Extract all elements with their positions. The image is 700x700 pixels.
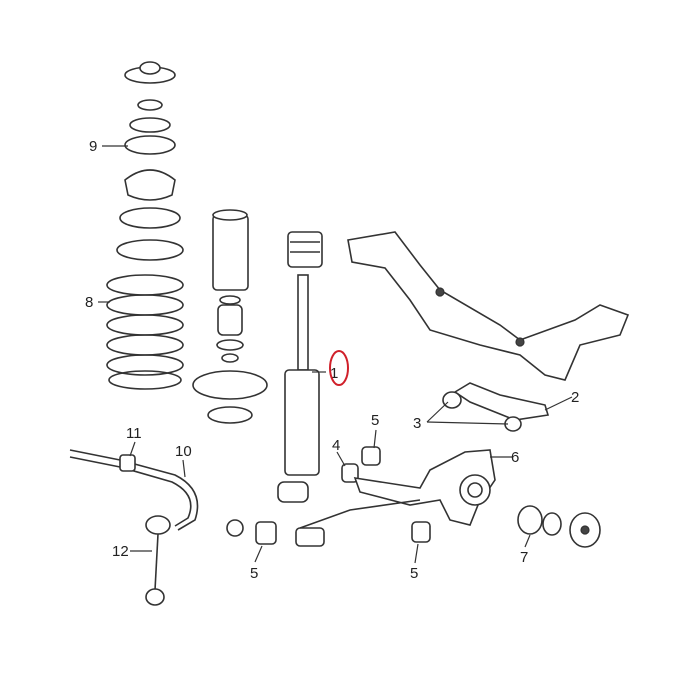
subframe bbox=[347, 231, 630, 381]
callout-8: 8 bbox=[85, 294, 93, 311]
callout-3: 3 bbox=[413, 415, 421, 432]
leader-lines bbox=[98, 145, 573, 564]
callout-5: 5 bbox=[410, 565, 418, 582]
callout-5: 5 bbox=[371, 412, 379, 429]
callout-4: 4 bbox=[332, 437, 340, 454]
callout-10: 10 bbox=[175, 443, 192, 460]
trailing-arm bbox=[299, 449, 496, 529]
hub-bearing bbox=[517, 505, 601, 548]
callout-9: 9 bbox=[89, 138, 97, 155]
coil-spring bbox=[106, 274, 184, 390]
callout-6: 6 bbox=[511, 449, 519, 466]
callout-2: 2 bbox=[571, 389, 579, 406]
stabilizer-bar bbox=[69, 449, 199, 606]
callout-11: 11 bbox=[126, 425, 142, 442]
dust-boot bbox=[192, 209, 268, 424]
shock-absorber bbox=[277, 231, 323, 503]
strut-top-mount bbox=[116, 61, 184, 261]
control-link bbox=[442, 382, 550, 432]
callout-1: 1 bbox=[330, 365, 338, 382]
callout-5: 5 bbox=[250, 565, 258, 582]
highlight-circle bbox=[329, 350, 349, 386]
callout-12: 12 bbox=[112, 543, 129, 560]
callout-7: 7 bbox=[520, 549, 528, 566]
